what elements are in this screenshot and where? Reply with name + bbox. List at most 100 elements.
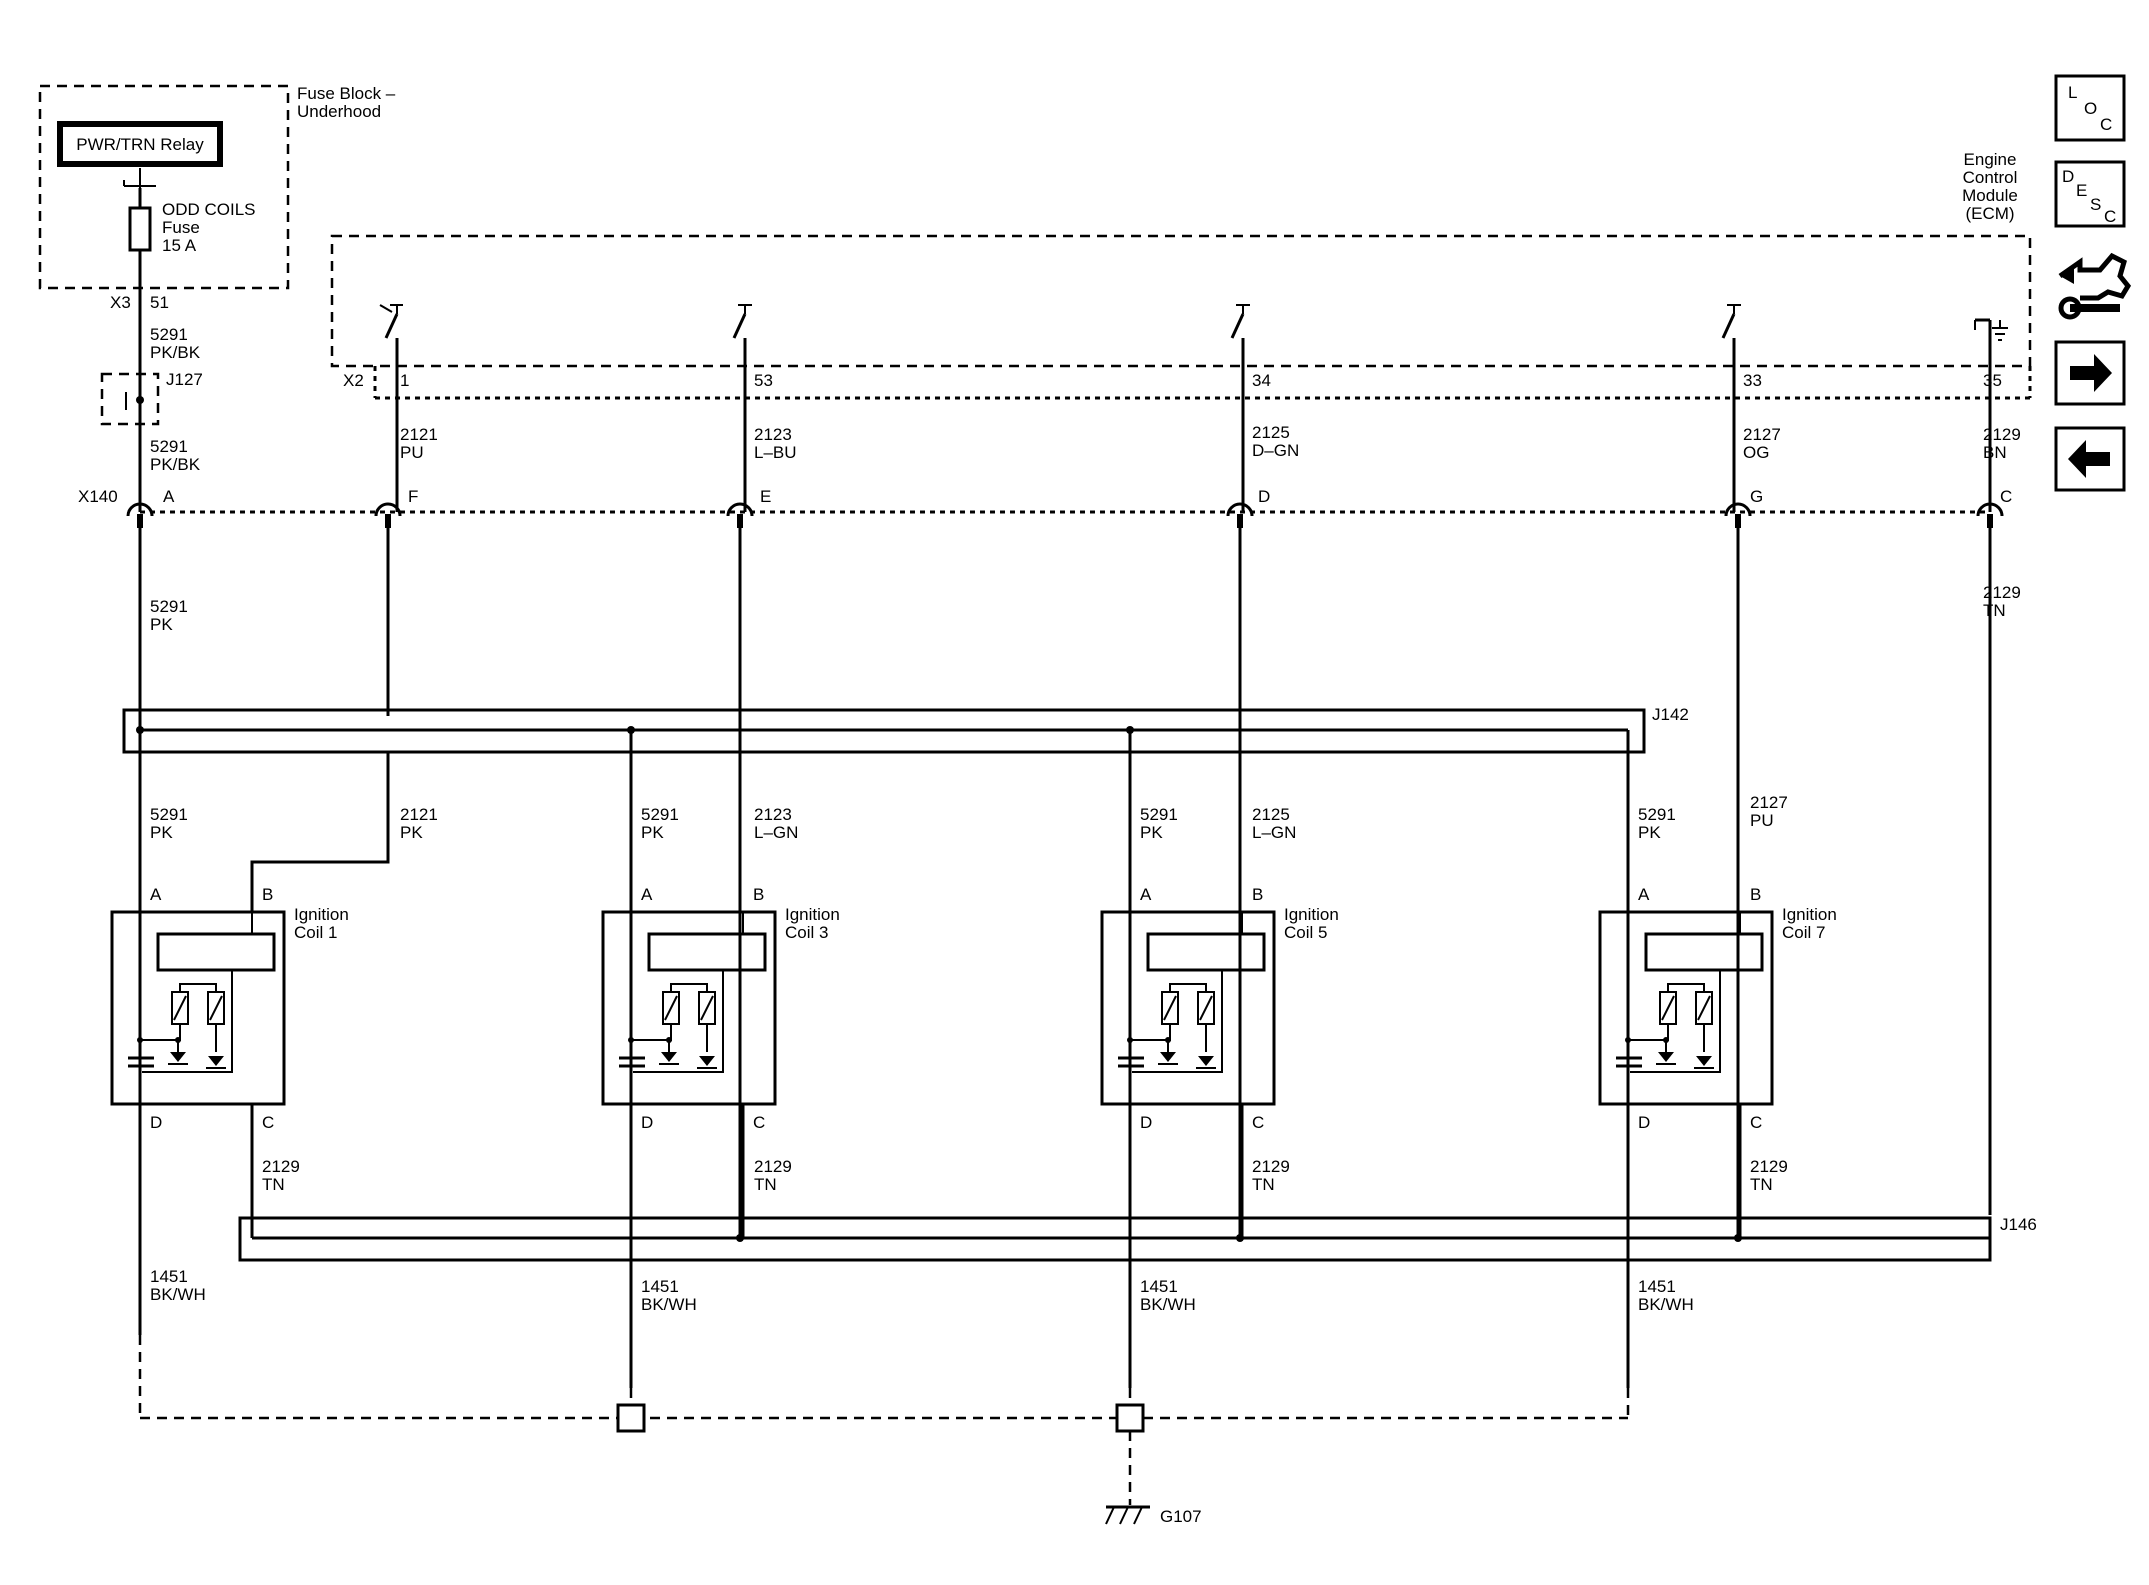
desc-letter-e: E [2076, 181, 2087, 200]
fuse-symbol [128, 206, 152, 252]
inline-connector-x140: X140 A F E D G C [78, 487, 2012, 528]
ecm-pin-33: 33 [1743, 371, 1762, 390]
loc-button[interactable]: L O C [2054, 74, 2126, 142]
coil5-ret-col: TN [1252, 1175, 1275, 1194]
wire-2121-num: 2121 [400, 425, 438, 444]
coil5-ctrl-num: 2125 [1252, 805, 1290, 824]
desc-letter-c: C [2104, 207, 2116, 226]
wire-5291-label-2: 5291 [150, 437, 188, 456]
coil3-feed-num: 5291 [641, 805, 679, 824]
splice-j127-label: J127 [166, 370, 203, 389]
fuse-block-title-1: Fuse Block – [297, 84, 396, 103]
coil-pin-a: A [1140, 885, 1152, 904]
coil-pin-a: A [150, 885, 162, 904]
coil-name-line1: Ignition [294, 905, 349, 924]
connector-wrench-icon[interactable] [2058, 252, 2132, 320]
coil-pin-c: C [753, 1113, 765, 1132]
nav-panel: L O C D E S C [2054, 74, 2132, 492]
ecm-pin-53: 53 [754, 371, 773, 390]
ecm-ground-35: 35 [1974, 318, 2008, 512]
ecm-driver-33: 33 [1721, 304, 1762, 512]
x140-pin-c: C [2000, 487, 2012, 506]
desc-letter-s: S [2090, 195, 2101, 214]
fuse-name-1: ODD COILS [162, 200, 256, 219]
coil1-gnd-num: 1451 [150, 1267, 188, 1286]
coil5-feed-num: 5291 [1140, 805, 1178, 824]
x140-pin-d: D [1258, 487, 1270, 506]
x140-label: X140 [78, 487, 118, 506]
coil5-feed-col: PK [1140, 823, 1163, 842]
wire-2127-num: 2127 [1743, 425, 1781, 444]
fuse-block: Fuse Block – Underhood PWR/TRN Relay ODD… [38, 84, 396, 312]
wire-5291-color-2: PK/BK [150, 455, 201, 474]
coil3-ctrl-num: 2123 [754, 805, 792, 824]
ecm-driver-34: 34 [1230, 304, 1271, 512]
ecm-connector: X2 [343, 371, 364, 390]
coil7-ret-col: TN [1750, 1175, 1773, 1194]
arrow-right-icon[interactable] [2054, 340, 2126, 406]
fuse-block-title-2: Underhood [297, 102, 381, 121]
wire-5291-pk-col: PK [150, 615, 173, 634]
ecm-module: Engine Control Module (ECM) X2 1 53 34 [330, 150, 2032, 512]
wire-2125-num: 2125 [1252, 423, 1290, 442]
coil7-ret-num: 2129 [1750, 1157, 1788, 1176]
coil7-feed-num: 5291 [1638, 805, 1676, 824]
coil-name-line2: Coil 5 [1284, 923, 1327, 942]
wire-5291-pk-num: 5291 [150, 597, 188, 616]
fuse-rating: 15 A [162, 236, 197, 255]
ecm-driver-53: 53 [732, 304, 773, 512]
coil-body [601, 910, 777, 1106]
coil5-gnd-col: BK/WH [1140, 1295, 1196, 1314]
arrow-left-icon[interactable] [2054, 426, 2126, 492]
coil-pin-b: B [753, 885, 764, 904]
loc-letter-o: O [2084, 99, 2097, 118]
coil-pin-c: C [1252, 1113, 1264, 1132]
ecm-title-2: Control [1963, 168, 2018, 187]
coil7-gnd-num: 1451 [1638, 1277, 1676, 1296]
ecm-driver-1: 1 [379, 304, 409, 512]
ground-bus: G107 [138, 1335, 1630, 1526]
ecm-pin-1: 1 [400, 371, 409, 390]
coil1-feed-col: PK [150, 823, 173, 842]
ecm-title-1: Engine [1964, 150, 2017, 169]
ecm-title-4: (ECM) [1965, 204, 2014, 223]
coil7-feed-col: PK [1638, 823, 1661, 842]
fuse-block-outline [38, 84, 290, 290]
coil-name-line2: Coil 3 [785, 923, 828, 942]
coil5-ctrl-col: L–GN [1252, 823, 1296, 842]
x140-pin-a: A [163, 487, 175, 506]
coil-pin-b: B [1252, 885, 1263, 904]
coil1-gnd-col: BK/WH [150, 1285, 206, 1304]
coil-body [1100, 910, 1276, 1106]
ecm-title-3: Module [1962, 186, 2018, 205]
wire-2129-col: BN [1983, 443, 2007, 462]
coil-name-line1: Ignition [1284, 905, 1339, 924]
coil1-ctrl-col: PK [400, 823, 423, 842]
coil-name-line2: Coil 1 [294, 923, 337, 942]
desc-button[interactable]: D E S C [2054, 160, 2126, 228]
coil5-ret-num: 2129 [1252, 1157, 1290, 1176]
fuse-connector: X3 [110, 293, 131, 312]
coil-body [110, 910, 286, 1106]
ecm-outline [330, 234, 2032, 368]
coil7-gnd-col: BK/WH [1638, 1295, 1694, 1314]
coil1-ret-num: 2129 [262, 1157, 300, 1176]
coil-pin-b: B [1750, 885, 1761, 904]
coil3-ctrl-col: L–GN [754, 823, 798, 842]
wire-2129-num: 2129 [1983, 425, 2021, 444]
fuse-name-2: Fuse [162, 218, 200, 237]
coil-pin-b: B [262, 885, 273, 904]
relay-box [57, 121, 223, 167]
splice-j142-label: J142 [1652, 705, 1689, 724]
coil-name-line1: Ignition [785, 905, 840, 924]
splice-j146: J146 [238, 1215, 2037, 1262]
wire-2121-col: PU [400, 443, 424, 462]
wire-2125-col: D–GN [1252, 441, 1299, 460]
coil3-gnd-col: BK/WH [641, 1295, 697, 1314]
coil-pin-c: C [1750, 1113, 1762, 1132]
ground-label: G107 [1160, 1507, 1202, 1526]
